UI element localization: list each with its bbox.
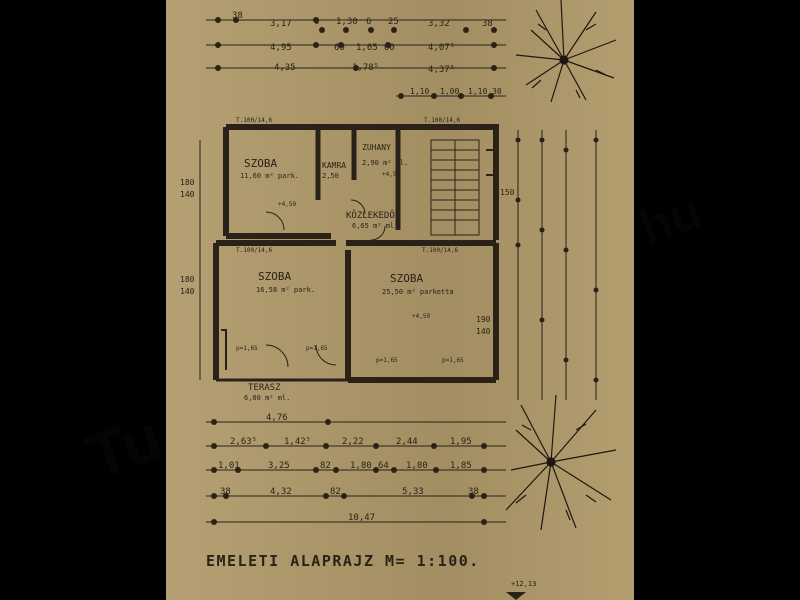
watermark-right: hu <box>632 182 709 256</box>
bottom-elevation-mark: +12,13 <box>511 580 536 588</box>
right-dim-2: 190 <box>476 315 491 324</box>
top-dim-row2-3: 1,65 <box>356 43 378 53</box>
bottom-dim-r4-2: 4,32 <box>270 487 292 497</box>
bottom-dim-r2-2: 1,42⁵ <box>284 437 311 447</box>
top-dim-row2-5: 4,07⁵ <box>428 43 455 53</box>
room-6-area: 25,50 m² parketta <box>382 288 454 296</box>
bottom-dim-r2-1: 2,63⁵ <box>230 437 257 447</box>
top-dim-3: 6 <box>314 17 319 27</box>
left-dim-4: 140 <box>180 287 195 296</box>
top-dim-row4-4: 30 <box>492 87 502 96</box>
right-dim-3: 140 <box>476 327 491 336</box>
top-dim-row4-2: 1,00 <box>440 87 459 96</box>
right-dim-1: 150 <box>500 188 515 197</box>
top-dim-row2-1: 4,95 <box>270 43 292 53</box>
bottom-dim-r4-5: 38 <box>468 487 479 497</box>
bottom-dim-r3-2: 3,25 <box>268 461 290 471</box>
level-mark-1: T.100/14,6 <box>236 117 273 124</box>
bottom-dim-total-1: 4,76 <box>266 413 288 423</box>
elev-mark-1: +4,59 <box>278 201 296 208</box>
bottom-dim-r3-4: 1,80 <box>350 461 372 471</box>
right-dimensions: 150 190 140 <box>476 130 599 400</box>
room-4-area: 6,65 m² ml. <box>352 222 398 230</box>
top-dim-row3-3: 4,37⁵ <box>428 65 455 75</box>
level-mark-2: T.100/14,6 <box>424 117 461 124</box>
top-dim-row2-2: 60 <box>334 43 345 53</box>
room-2-area: 2,50 <box>322 172 339 180</box>
top-dim-6: 25 <box>388 17 399 27</box>
bottom-dim-r2-4: 2,44 <box>396 437 418 447</box>
top-dim-row3-2: 1,78⁵ <box>352 63 379 73</box>
room-2-name: KAMRA <box>322 161 346 170</box>
watermark-left: Tu <box>77 400 172 494</box>
top-dim-row2-4: 60 <box>384 43 395 53</box>
bottom-dim-r2-5: 1,95 <box>450 437 472 447</box>
bottom-dim-r4-1: 38 <box>220 487 231 497</box>
bottom-dim-r3-1: 1,01 <box>218 461 240 471</box>
top-dim-7: 3,32 <box>428 19 450 29</box>
elev-mark-3: +4,59 <box>382 171 400 178</box>
bottom-dim-r4-4: 5,33 <box>402 487 424 497</box>
floor-plan-drawing: 38 3,17 6 1,30 6 25 3,32 38 4,95 60 1,65… <box>180 0 617 600</box>
top-dimensions: 38 3,17 6 1,30 6 25 3,32 38 4,95 60 1,65… <box>206 11 506 99</box>
room-7-name: TERASZ <box>248 383 281 393</box>
left-dimensions: 180 140 180 140 <box>180 140 201 380</box>
top-dim-row3-1: 4,35 <box>274 63 296 73</box>
elevation-triangle-icon <box>506 592 526 600</box>
room-6-name: SZOBA <box>390 272 423 285</box>
room-3-area: 2,90 m² ml. <box>362 159 408 167</box>
left-dim-3: 180 <box>180 275 195 284</box>
top-dim-8: 38 <box>482 19 493 29</box>
sill-mark-2: p=1,65 <box>306 345 328 352</box>
top-dim-5: 6 <box>366 17 371 27</box>
bottom-dim-total-2: 10,47 <box>348 513 375 523</box>
bottom-dim-r3-6: 1,80 <box>406 461 428 471</box>
level-mark-3: T.100/14,6 <box>236 247 273 254</box>
left-dim-2: 140 <box>180 190 195 199</box>
tree-bottom-symbol <box>505 394 617 531</box>
drawing-title: EMELETI ALAPRAJZ M= 1:100. <box>206 552 480 570</box>
top-dim-row4-1: 1,10 <box>410 87 429 96</box>
top-dim-1: 38 <box>232 11 243 21</box>
bottom-dim-r2-3: 2,22 <box>342 437 364 447</box>
top-dim-row4-3: 1,10 <box>468 87 487 96</box>
sill-mark-3: p=1,65 <box>376 357 398 364</box>
room-4-name: KÖZLEKEDŐ <box>346 210 395 221</box>
room-5-area: 16,58 m² park. <box>256 286 315 294</box>
walls <box>213 124 499 383</box>
top-dim-4: 1,30 <box>336 17 358 27</box>
bottom-dim-r3-5: 64 <box>378 461 389 471</box>
room-5-name: SZOBA <box>258 270 291 283</box>
elev-mark-2: +4,59 <box>412 313 430 320</box>
room-3-name: ZUHANY <box>362 143 391 152</box>
room-7-area: 6,00 m² ml. <box>244 394 290 402</box>
blueprint-sheet: 38 3,17 6 1,30 6 25 3,32 38 4,95 60 1,65… <box>166 0 634 600</box>
bottom-dim-r3-3: 82 <box>320 461 331 471</box>
sill-mark-4: p=1,65 <box>442 357 464 364</box>
sill-mark-1: p=1,65 <box>236 345 258 352</box>
level-mark-4: T.100/14,6 <box>422 247 459 254</box>
bottom-dimensions: 4,76 2,63⁵ 1,42⁵ 2,22 2,44 1,95 1,01 3,2… <box>206 413 506 525</box>
tree-top-symbol <box>515 0 617 103</box>
room-1-area: 11,60 m² park. <box>240 172 299 180</box>
bottom-dim-r3-7: 1,85 <box>450 461 472 471</box>
top-dim-2: 3,17 <box>270 19 292 29</box>
bottom-dim-r4-3: 82 <box>330 487 341 497</box>
left-dim-1: 180 <box>180 178 195 187</box>
room-1-name: SZOBA <box>244 157 277 170</box>
